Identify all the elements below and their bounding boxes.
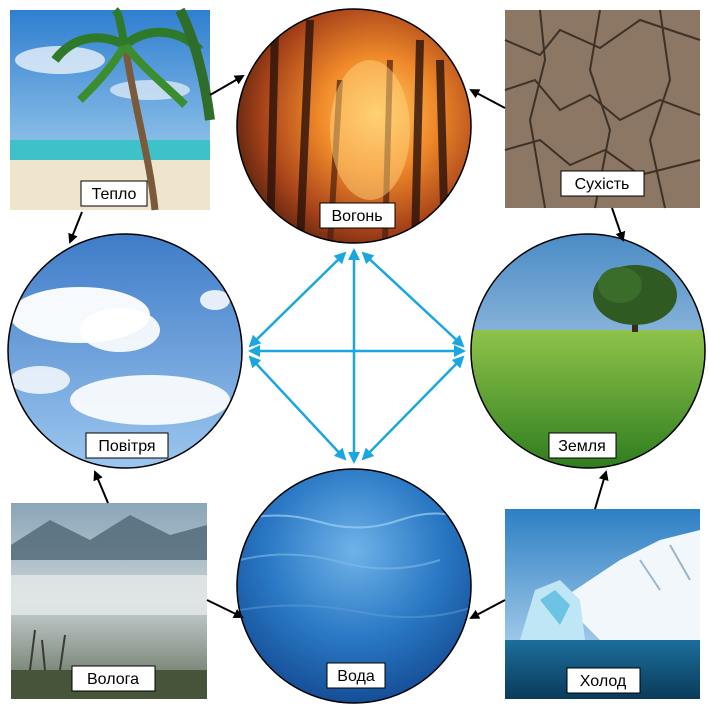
heat-to-fire-arrow	[209, 75, 245, 96]
earth-label-box: Земля	[548, 432, 617, 459]
earth-water-arrow	[361, 355, 465, 461]
earth-label: Земля	[558, 438, 606, 455]
cycle-arrows	[68, 75, 626, 619]
fire-label: Вогонь	[331, 208, 382, 225]
heat-label: Тепло	[92, 186, 137, 203]
heat-to-air-arrow	[68, 211, 83, 244]
dryness-label-box: Сухість	[560, 170, 645, 197]
cold-photo	[505, 509, 700, 699]
fire-label-box: Вогонь	[319, 202, 396, 229]
cold-label: Холод	[580, 673, 627, 690]
cold-to-earth-arrow	[594, 470, 609, 510]
cold-to-water-arrow	[469, 599, 506, 619]
moisture-label-box: Волога	[71, 665, 156, 692]
air-circle	[7, 233, 243, 469]
heat-photo	[10, 7, 215, 211]
dryness-to-earth-arrow	[611, 207, 626, 242]
fire-air-arrow	[248, 251, 347, 348]
moisture-to-air-arrow	[93, 470, 109, 504]
water-label-box: Вода	[326, 662, 386, 689]
moisture-label: Волога	[87, 671, 139, 688]
cold-label-box: Холод	[566, 667, 641, 694]
moisture-to-water-arrow	[206, 599, 244, 619]
heat-label-box: Тепло	[80, 180, 148, 207]
air-label: Повітря	[98, 438, 155, 455]
fire-earth-arrow	[361, 251, 465, 348]
element-relation-arrows	[248, 248, 466, 464]
air-label-box: Повітря	[85, 432, 169, 459]
air-water-arrow	[248, 355, 347, 461]
dryness-to-fire-arrow	[469, 89, 506, 109]
water-label: Вода	[337, 668, 375, 685]
dryness-label: Сухість	[575, 176, 630, 193]
